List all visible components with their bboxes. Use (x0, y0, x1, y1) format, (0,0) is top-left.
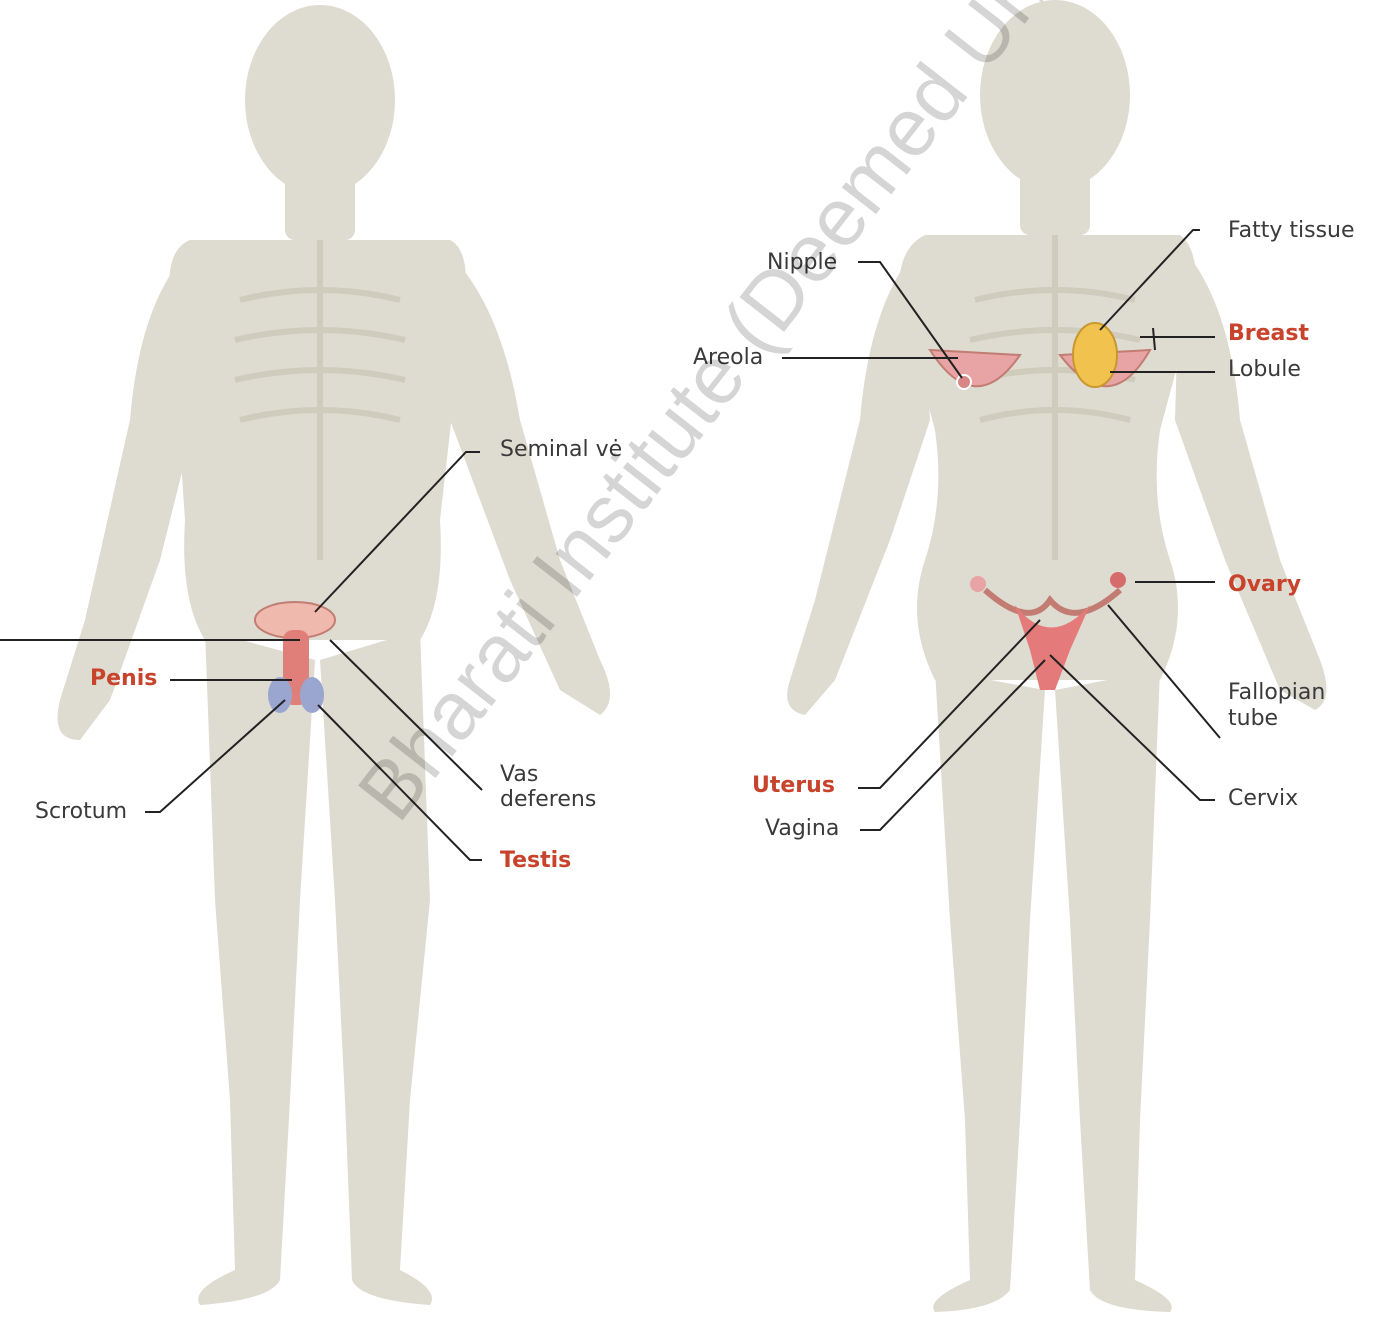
label-vas-deferens-line2: deferens (500, 787, 596, 813)
label-vagina: Vagina (765, 816, 839, 842)
label-vas-deferens-line1: Vas (500, 762, 538, 788)
label-areola: Areola (693, 345, 763, 371)
label-fallopian-line2: tube (1228, 706, 1278, 732)
label-cervix: Cervix (1228, 786, 1298, 812)
label-nipple: Nipple (767, 250, 837, 276)
label-penis: Penis (90, 666, 157, 692)
nipple-mark (957, 375, 971, 389)
label-breast: Breast (1228, 321, 1309, 347)
label-fatty-tissue: Fatty tissue (1228, 218, 1355, 244)
fatty-tissue-mark (1073, 323, 1117, 387)
label-lobule: Lobule (1228, 357, 1301, 383)
label-testis: Testis (500, 848, 571, 874)
label-scrotum: Scrotum (35, 799, 127, 825)
male-body-silhouette (58, 5, 611, 1305)
label-ovary: Ovary (1228, 572, 1301, 598)
label-fallopian-line1: Fallopian (1228, 680, 1325, 706)
label-uterus: Uterus (752, 773, 835, 799)
label-seminal-vesicle: Seminal vė (500, 437, 622, 463)
